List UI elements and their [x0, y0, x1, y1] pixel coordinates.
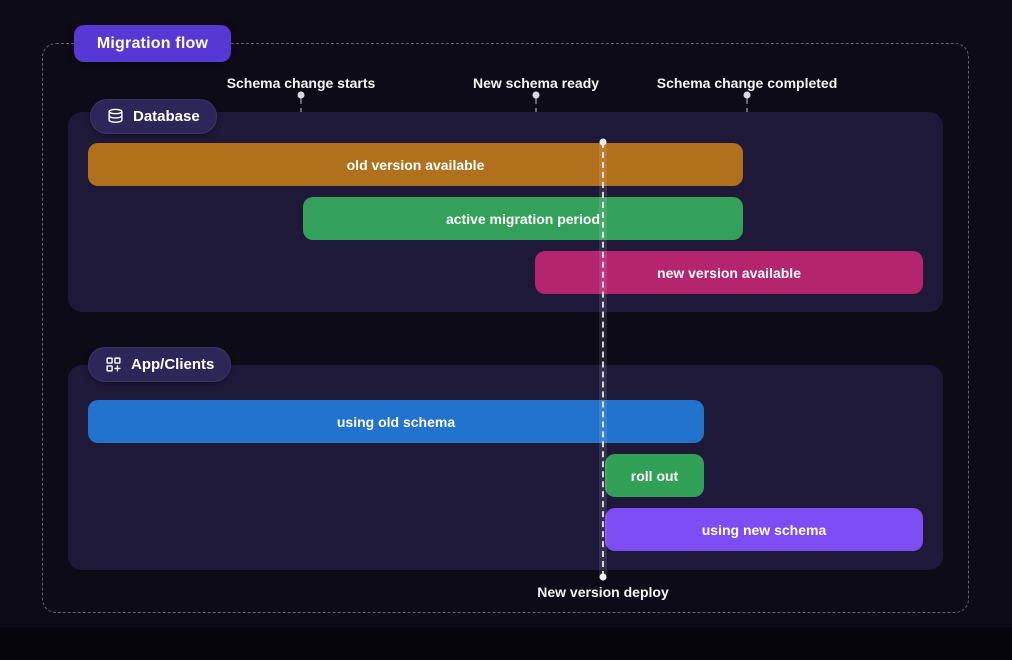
deploy-dot-top — [599, 138, 607, 146]
apps-plus-icon — [105, 356, 122, 373]
milestone-label-schema-change-starts: Schema change starts — [226, 75, 376, 91]
deploy-dot-bottom — [599, 573, 607, 581]
bottom-strip — [0, 627, 1012, 660]
bar-old-version-available: old version available — [88, 143, 743, 186]
diagram-title-badge: Migration flow — [74, 25, 231, 62]
bar-label: old version available — [346, 156, 485, 173]
bar-label: new version available — [657, 264, 801, 281]
bar-new-version-available: new version available — [535, 251, 923, 294]
milestone-label-new-schema-ready: New schema ready — [472, 75, 600, 91]
app-clients-lane-badge: App/Clients — [88, 347, 232, 382]
milestone-label-schema-change-completed: Schema change completed — [656, 75, 838, 91]
lane-label-database: Database — [133, 108, 200, 125]
bar-label: roll out — [630, 467, 679, 484]
milestone-dot-top-2 — [532, 91, 540, 99]
bar-using-new-schema: using new schema — [605, 508, 923, 551]
lane-label-app-clients: App/Clients — [131, 356, 215, 373]
bar-using-old-schema: using old schema — [88, 400, 704, 443]
milestone-dot-top-3 — [743, 91, 751, 99]
bar-label: using new schema — [701, 521, 827, 538]
milestone-label-new-version-deploy: New version deploy — [537, 584, 669, 600]
milestone-dot-top-1 — [297, 91, 305, 99]
database-lane-badge: Database — [90, 99, 217, 134]
diagram-title: Migration flow — [96, 34, 209, 52]
bar-active-migration-period: active migration period — [303, 197, 743, 240]
bar-label: active migration period — [445, 210, 601, 227]
diagram-frame — [42, 43, 969, 613]
deploy-line — [602, 142, 604, 577]
bar-roll-out: roll out — [605, 454, 704, 497]
bar-label: using old schema — [336, 413, 456, 430]
database-icon — [107, 108, 124, 125]
